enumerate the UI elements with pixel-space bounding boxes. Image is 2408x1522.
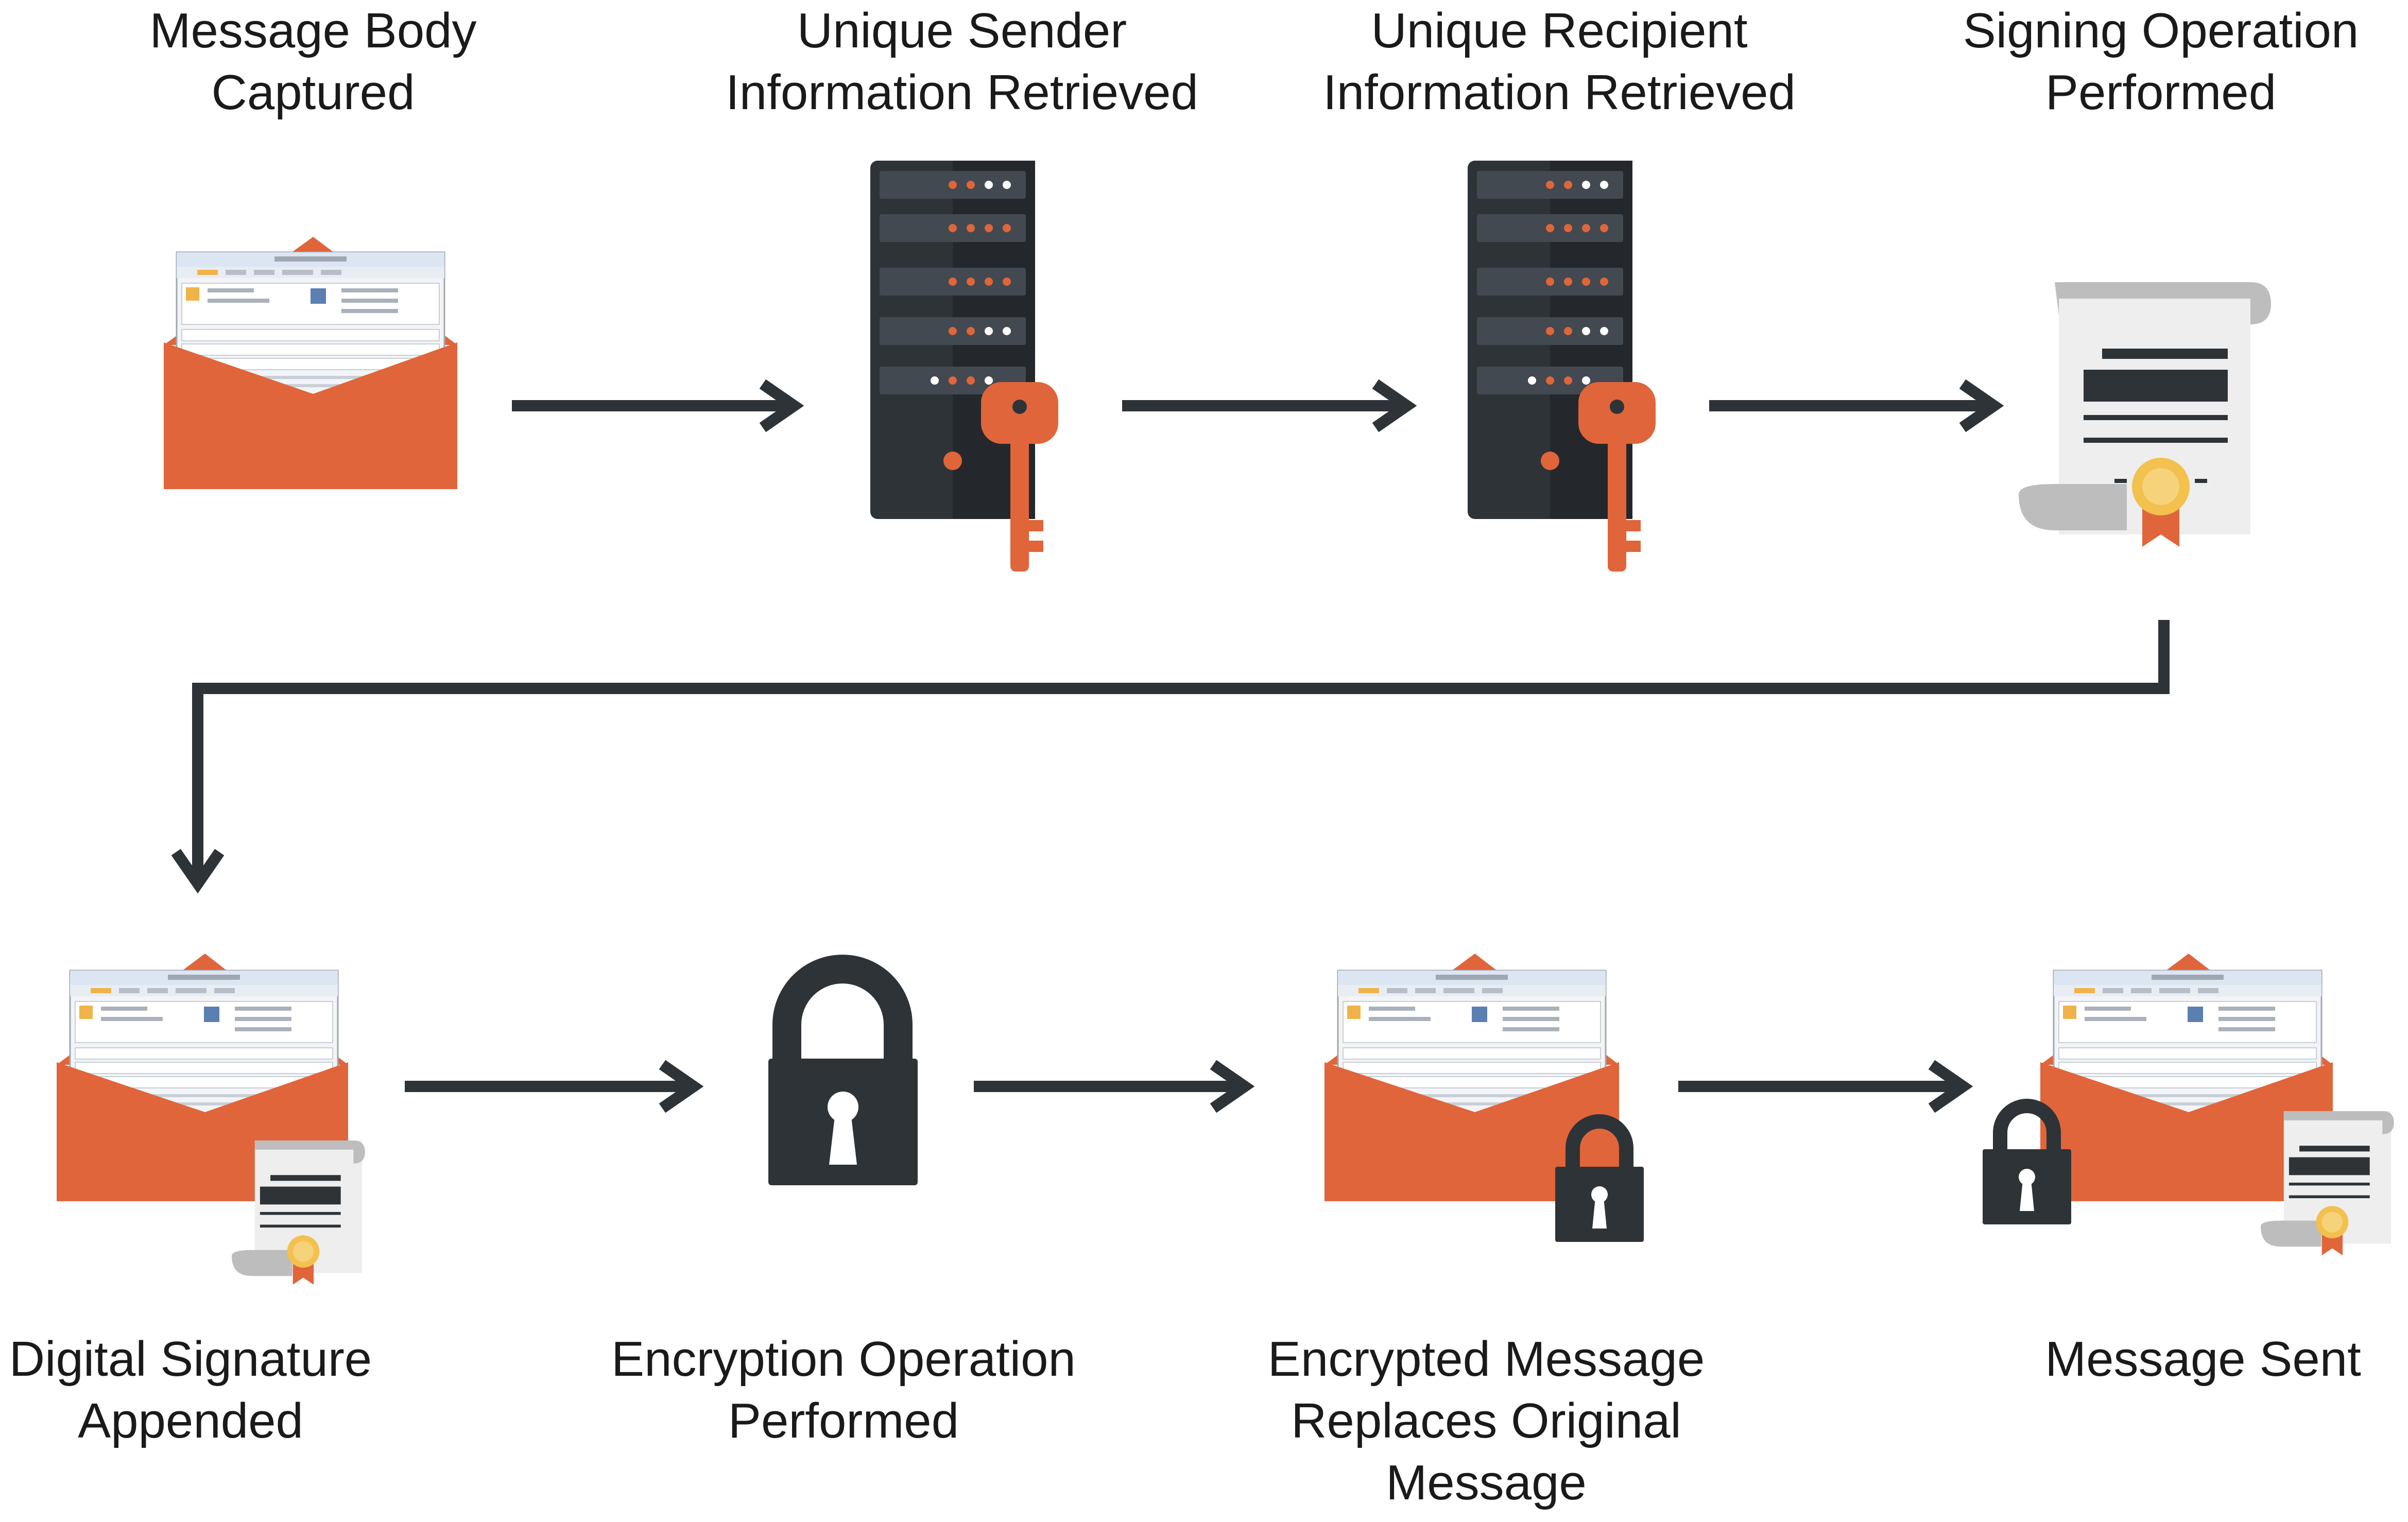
label-line: Information Retrieved (1323, 65, 1796, 120)
label-line: Captured (211, 65, 415, 120)
step-label-signature-appended: Digital Signature Appended (0, 1328, 448, 1452)
open-envelope-icon (1325, 954, 1619, 1201)
step-label-recipient-info: Unique Recipient Information Retrieved (1302, 0, 1817, 124)
certificate-icon (2019, 282, 2271, 547)
open-envelope-icon (164, 237, 457, 489)
open-envelope-icon (2040, 954, 2333, 1201)
certificate-icon (232, 1140, 365, 1285)
label-line: Encrypted Message (1267, 1331, 1705, 1387)
label-line: Digital Signature (9, 1331, 372, 1387)
label-line: Information Retrieved (726, 65, 1198, 120)
padlock-icon (768, 955, 918, 1185)
label-line: Encryption Operation (611, 1331, 1076, 1387)
label-line: Message (1386, 1455, 1587, 1510)
label-line: Replaces Original (1291, 1393, 1681, 1448)
label-line: Performed (728, 1393, 959, 1448)
certificate-icon (2261, 1111, 2394, 1255)
label-line: Signing Operation (1963, 3, 2359, 58)
label-line: Performed (2045, 65, 2277, 120)
step-label-signing: Signing Operation Performed (1903, 0, 2408, 124)
step-label-encryption: Encryption Operation Performed (586, 1328, 1101, 1452)
flow-arrows (171, 379, 2170, 1113)
label-line: Unique Sender (797, 3, 1127, 58)
label-line: Appended (78, 1393, 303, 1448)
step-label-message-body: Message Body Captured (56, 0, 571, 124)
key-icon (1578, 382, 1656, 572)
step-label-message-sent: Message Sent (1946, 1328, 2408, 1390)
label-line: Message Sent (2045, 1331, 2361, 1387)
label-line: Unique Recipient (1371, 3, 1748, 58)
padlock-icon (1555, 1114, 1644, 1242)
label-line: Message Body (149, 3, 477, 58)
step-label-sender-info: Unique Sender Information Retrieved (704, 0, 1219, 124)
step-label-encrypted-replaces: Encrypted Message Replaces Original Mess… (1229, 1328, 1744, 1514)
padlock-icon (1983, 1099, 2071, 1224)
key-icon (981, 382, 1058, 572)
